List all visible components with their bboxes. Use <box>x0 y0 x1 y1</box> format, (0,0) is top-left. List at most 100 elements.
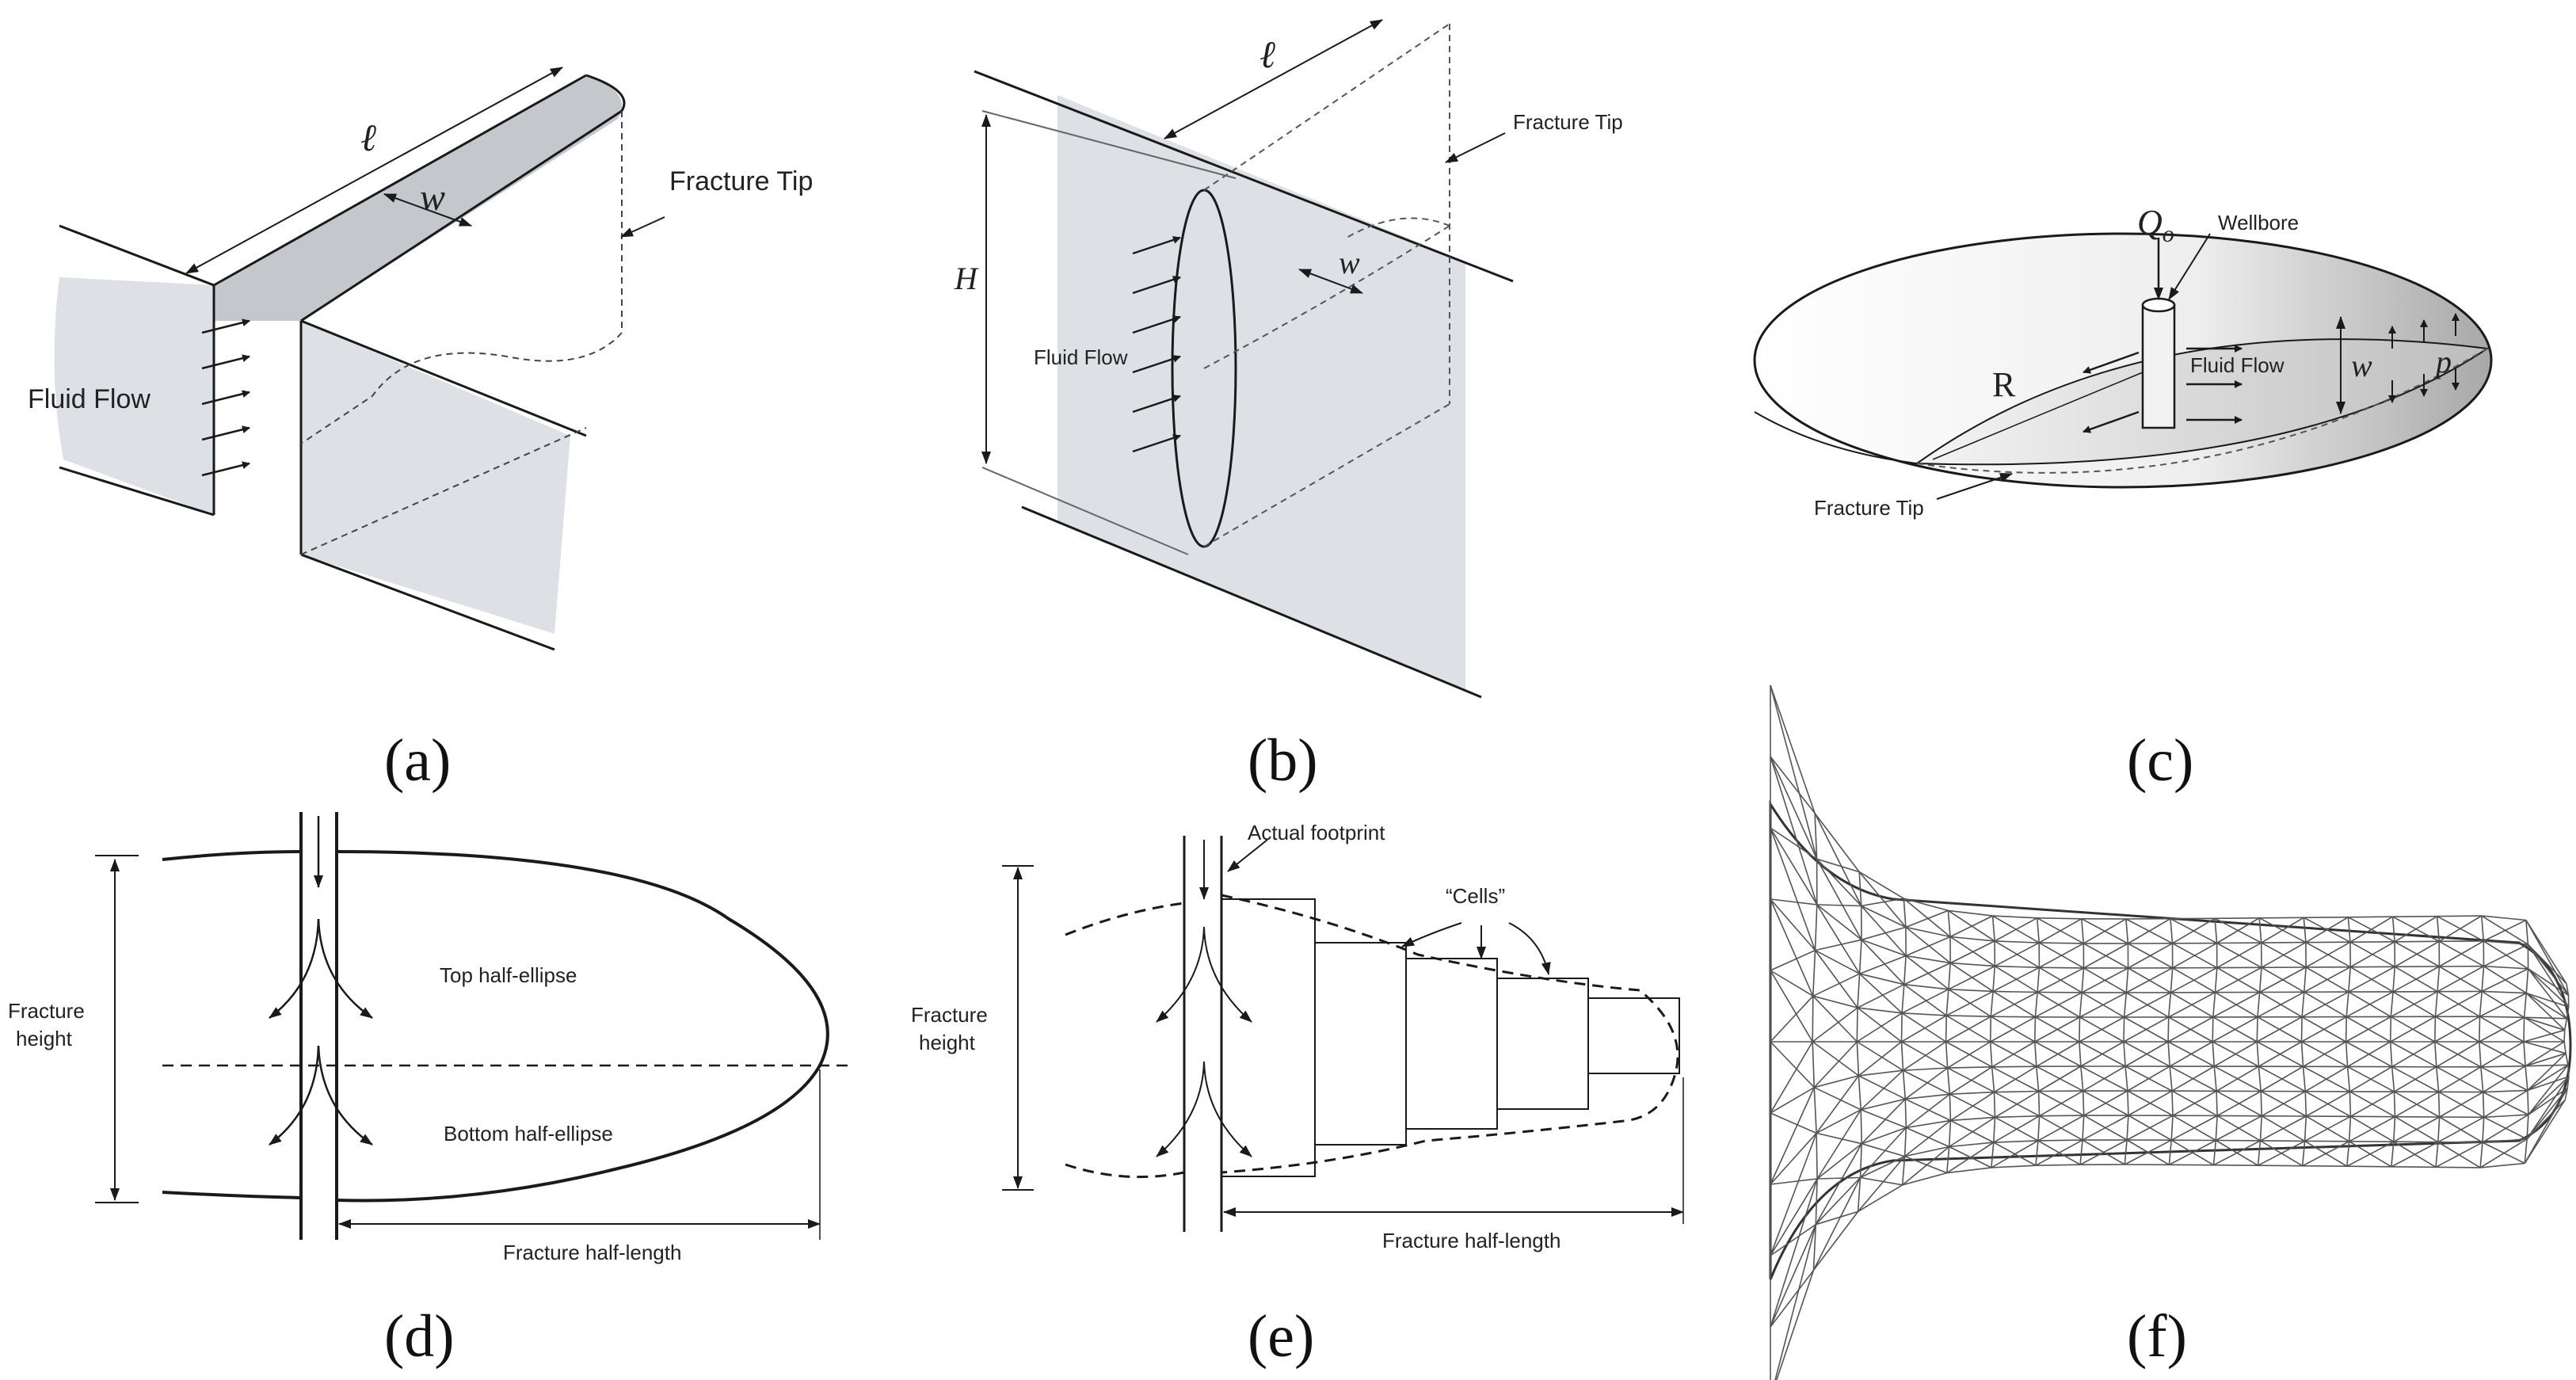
e-half-length-label: Fracture half-length <box>1382 1229 1560 1252</box>
mesh-edge <box>1859 955 1907 974</box>
mesh-edge <box>2483 1089 2528 1093</box>
mesh-edge <box>1858 871 1904 899</box>
mesh-edge <box>1812 996 1814 1043</box>
mesh-edge <box>2169 1066 2173 1092</box>
mesh-edge <box>1901 1015 1947 1043</box>
mesh-edge <box>1949 1142 1994 1148</box>
mesh-edge <box>1903 1041 1947 1071</box>
mesh-edge <box>2213 1066 2217 1092</box>
b-width-symbol: w <box>1339 245 1360 280</box>
mesh-edge <box>2349 1091 2352 1117</box>
mesh-edge <box>2035 1140 2039 1166</box>
mesh-edge <box>1948 965 1995 990</box>
mesh-edge <box>2172 942 2217 969</box>
c-fracture-tip-label: Fracture Tip <box>1814 496 1924 520</box>
mesh-edge <box>1858 1075 1906 1100</box>
mesh-edge <box>2167 1016 2214 1043</box>
c-fluid-flow-label: Fluid Flow <box>2190 353 2284 377</box>
panel-a-label: (a) <box>384 727 451 794</box>
mesh-edge <box>2479 1041 2482 1067</box>
mesh-edge <box>1903 955 1907 985</box>
mesh-edge <box>1903 1127 1907 1157</box>
mesh-edge <box>1903 1069 1950 1095</box>
mesh-edge <box>1901 1156 1906 1185</box>
mesh-edge <box>1770 756 1818 860</box>
mesh-edge <box>1906 1119 1951 1129</box>
mesh-edge <box>2526 1076 2570 1140</box>
mesh-edge <box>2526 992 2569 1008</box>
mesh-edge <box>1991 1165 2037 1168</box>
mesh-edge <box>1945 989 1949 1016</box>
mesh-edge <box>2480 1066 2484 1092</box>
mesh-edge <box>2438 1066 2482 1092</box>
mesh-edge <box>2304 1115 2307 1142</box>
mesh-edge <box>1770 1041 1813 1114</box>
b-length-symbol: ℓ <box>1259 34 1275 76</box>
mesh-edge <box>1812 950 1816 997</box>
mesh-edge <box>1989 1041 1993 1067</box>
mesh-edge <box>2124 1139 2172 1165</box>
mesh-edge <box>1905 926 1951 938</box>
mesh-edge <box>2169 1139 2216 1166</box>
mesh-edge <box>2126 1115 2129 1141</box>
mesh-edge <box>1991 1066 1995 1092</box>
mesh-edge <box>1770 827 1816 951</box>
mesh-edge <box>2395 1091 2439 1118</box>
mesh-edge <box>1857 1007 1903 1014</box>
mesh-edge <box>2525 992 2567 1020</box>
mesh-edge <box>2261 941 2306 944</box>
mesh-edge <box>2304 966 2307 993</box>
mesh-edge <box>2563 1030 2566 1043</box>
mesh-edge <box>2483 944 2528 967</box>
mesh-edge <box>2080 1041 2124 1067</box>
mesh-edge <box>2436 1041 2480 1068</box>
mesh-edge <box>1990 1016 2036 1043</box>
mesh-edge <box>2124 1065 2128 1092</box>
b-fluid-flow-label: Fluid Flow <box>1034 345 1128 369</box>
mesh-edge <box>1817 1176 1861 1180</box>
mesh-edge <box>2037 1091 2041 1116</box>
e-fracture-height-line2: height <box>919 1031 976 1054</box>
mesh-edge <box>2169 1041 2213 1067</box>
mesh-edge <box>2527 968 2568 1020</box>
mesh-edge <box>2302 1066 2307 1092</box>
mesh-edge <box>2257 992 2261 1017</box>
mesh-edge <box>2528 1087 2568 1115</box>
b-fracture-tip-label: Fracture Tip <box>1513 110 1623 134</box>
mesh-edge <box>1814 950 1858 1008</box>
mesh-edge <box>2479 1016 2481 1043</box>
mesh-edge <box>2566 1076 2570 1088</box>
mesh-edge <box>2170 967 2174 993</box>
mesh-edge <box>2564 1088 2568 1100</box>
mesh-edge <box>2479 991 2483 1017</box>
mesh-edge <box>2346 1141 2350 1167</box>
mesh-edge <box>2304 1115 2351 1142</box>
mesh-edge <box>1905 1093 1950 1100</box>
mesh-edge <box>2435 990 2483 1018</box>
mesh-edge <box>2079 1140 2083 1165</box>
mesh-edge <box>2525 1041 2565 1067</box>
mesh-edge <box>1992 966 2040 993</box>
mesh-edge <box>1861 1098 1906 1111</box>
mesh-edge <box>2394 940 2440 967</box>
mesh-edge <box>1857 1007 1902 1043</box>
mesh-edge <box>2436 916 2440 942</box>
mesh-edge <box>1815 1178 1818 1225</box>
mesh-edge <box>1991 1140 2039 1168</box>
mesh-edge <box>1815 1143 1862 1226</box>
mesh-edge <box>2300 1041 2304 1067</box>
mesh-edge <box>2082 1115 2129 1141</box>
mesh-edge <box>1861 905 1907 957</box>
mesh-edge <box>2216 1065 2259 1092</box>
mesh-edge <box>1947 1041 1991 1069</box>
mesh-edge <box>2260 1091 2262 1116</box>
mesh-edge <box>1901 984 1905 1013</box>
mesh-edge <box>2394 1066 2437 1092</box>
mesh-edge <box>1814 813 1860 873</box>
mesh-edge <box>2349 1115 2395 1142</box>
mesh-edge <box>1856 1041 1903 1071</box>
mesh-edge <box>1860 1069 1904 1111</box>
mesh-edge <box>2079 1016 2124 1043</box>
mesh-edge <box>1901 1012 1947 1043</box>
mesh-edge <box>1904 1119 1951 1157</box>
